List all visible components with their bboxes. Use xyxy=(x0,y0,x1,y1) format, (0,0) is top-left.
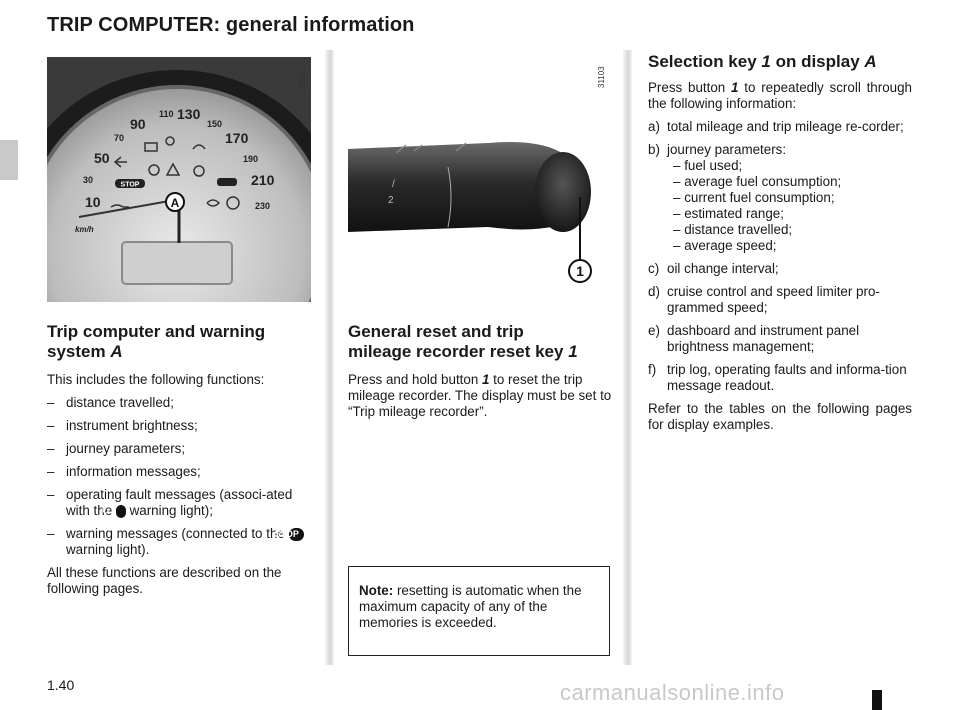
instrument-cluster-illustration: A 10 30 50 70 90 110 130 150 170 190 210… xyxy=(47,57,311,302)
figure-callout-1: 1 xyxy=(576,263,584,279)
section-heading: Trip computer and warning system A xyxy=(47,322,266,361)
speed-label: 170 xyxy=(225,130,249,146)
sub-list-item: – average speed; xyxy=(673,238,777,253)
airbag-warning-icon xyxy=(165,136,175,146)
column-separator xyxy=(325,50,334,665)
speed-unit: km/h xyxy=(75,225,94,234)
intro-text: Press button 1 to repeatedly scroll thro… xyxy=(648,80,912,111)
figure-reference-number: 31103 xyxy=(597,66,606,88)
speed-label: 50 xyxy=(94,150,110,166)
speed-label: 90 xyxy=(130,116,146,132)
note-box: Note: resetting is automatic when the ma… xyxy=(348,566,610,656)
control-stalk-figure: / 2 1 xyxy=(348,57,610,302)
speed-label: 150 xyxy=(207,119,222,129)
speed-label: 230 xyxy=(255,201,270,211)
list-item: –instrument brightness; xyxy=(47,418,198,433)
svg-text:2: 2 xyxy=(388,195,394,206)
column-trip-computer: Trip computer and warning system A This … xyxy=(47,322,315,597)
list-item: –distance travelled; xyxy=(47,395,174,410)
battery-icon xyxy=(144,142,158,152)
brake-warning-icon xyxy=(148,164,160,176)
corner-mark xyxy=(872,690,882,710)
section-heading: Selection key 1 on display A xyxy=(648,52,877,71)
svg-text:/: / xyxy=(392,179,395,190)
service-warning-icon: ↻ xyxy=(102,505,126,518)
section-heading: General reset and trip mileage recorder … xyxy=(348,322,578,361)
list-item: a)total mileage and trip mileage re-cord… xyxy=(648,119,904,134)
speed-label: 10 xyxy=(85,194,101,210)
speed-label: 130 xyxy=(177,106,201,122)
list-item: f)trip log, operating faults and informa… xyxy=(648,362,907,393)
turn-left-indicator-icon xyxy=(113,156,127,168)
list-item: b)journey parameters: xyxy=(648,142,787,157)
closing-text: All these functions are described on the… xyxy=(47,565,282,596)
closing-text: Refer to the tables on the following pag… xyxy=(648,401,912,432)
speed-label: 210 xyxy=(251,172,275,188)
sub-list-item: – current fuel consumption; xyxy=(673,190,835,205)
stop-warning-icon: STOP xyxy=(275,528,304,541)
list-item: c)oil change interval; xyxy=(648,261,779,276)
section-tab xyxy=(0,140,18,180)
column-separator xyxy=(623,50,632,665)
control-stalk-illustration: / 2 1 xyxy=(348,57,610,302)
service-warning-icon xyxy=(217,178,237,186)
list-item: –journey parameters; xyxy=(47,441,186,456)
sub-list-item: – fuel used; xyxy=(673,158,743,173)
column-selection-key: Selection key 1 on display A Press butto… xyxy=(648,52,912,433)
fuel-icon xyxy=(206,199,221,207)
engine-warning-icon xyxy=(192,144,206,150)
column-general-reset: General reset and trip mileage recorder … xyxy=(348,322,614,420)
intro-text: This includes the following functions: xyxy=(47,372,265,387)
speed-label: 190 xyxy=(243,154,258,164)
figure-callout-a: A xyxy=(171,196,180,210)
speed-limiter-icon xyxy=(226,196,240,210)
list-item: –information messages; xyxy=(47,464,201,479)
abs-warning-icon xyxy=(193,165,205,177)
instrument-cluster-figure: A 10 30 50 70 90 110 130 150 170 190 210… xyxy=(47,57,311,302)
watermark: carmanualsonline.info xyxy=(560,680,785,705)
speed-label: 70 xyxy=(114,133,124,143)
sub-list-item: – distance travelled; xyxy=(673,222,793,237)
sub-list-item: – average fuel consumption; xyxy=(673,174,842,189)
stop-indicator-icon xyxy=(115,179,145,188)
oil-pressure-icon xyxy=(110,204,129,208)
note-text: Note: resetting is automatic when the ma… xyxy=(359,583,582,630)
hazard-warning-icon xyxy=(165,162,181,176)
speed-label: 30 xyxy=(83,175,93,185)
figure-reference-number: 31167 xyxy=(298,68,307,90)
speed-label: 110 xyxy=(159,109,174,119)
page-title: TRIP COMPUTER: general information xyxy=(47,14,415,36)
list-item: d)cruise control and speed limiter pro-g… xyxy=(648,284,880,315)
svg-text:STOP: STOP xyxy=(121,182,140,189)
list-item: –operating fault messages (associ-ated w… xyxy=(47,487,293,518)
sub-list-item: – estimated range; xyxy=(673,206,784,221)
body-text: Press and hold button 1 to reset the tri… xyxy=(348,372,612,419)
list-item: e)dashboard and instrument panel brightn… xyxy=(648,323,860,354)
page-number: 1.40 xyxy=(47,677,75,693)
list-item: –warning messages (connected to the STOP… xyxy=(47,526,315,558)
